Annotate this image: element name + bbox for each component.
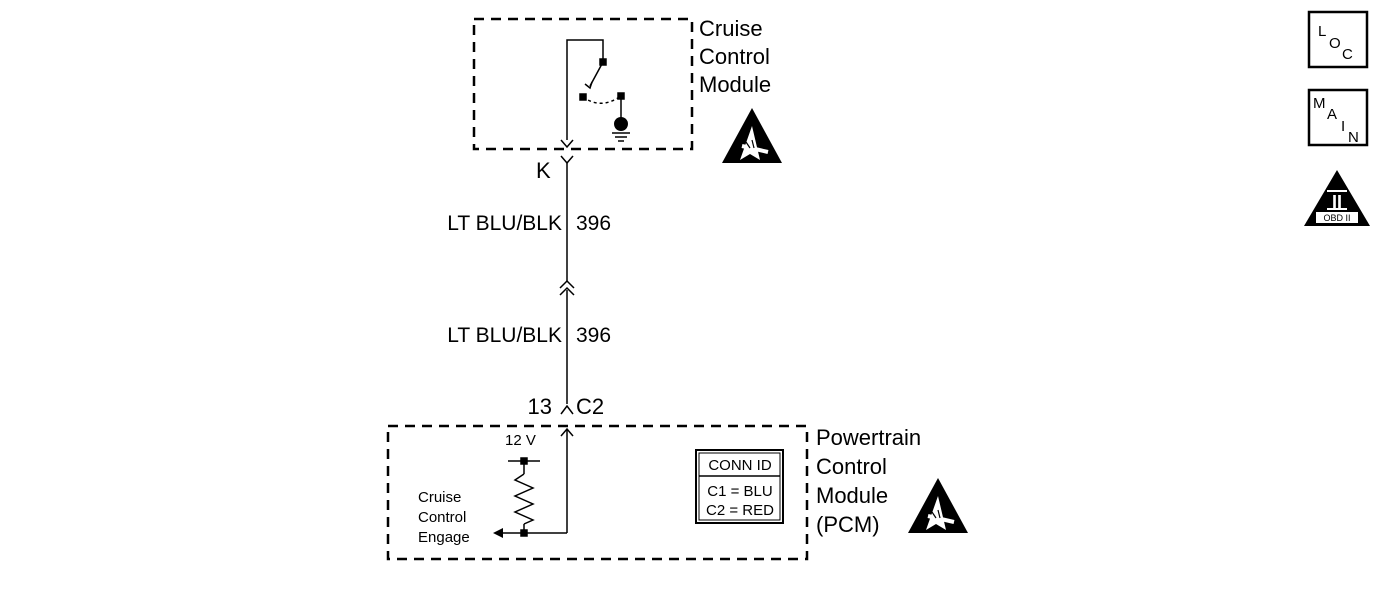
conn-id-title: CONN ID <box>708 457 772 474</box>
inline-connector-symbol <box>559 279 575 296</box>
obd-ii-icon[interactable]: II OBD II <box>1304 170 1370 226</box>
conn-id-row-1: C1 = BLU <box>707 483 772 500</box>
wire-circuit-upper: 396 <box>576 212 611 235</box>
signal-label-line-1: Cruise <box>418 489 461 506</box>
signal-label-line-3: Engage <box>418 529 470 546</box>
signal-label-line-2: Control <box>418 509 466 526</box>
conn-id-table: CONN ID C1 = BLU C2 = RED <box>695 449 784 524</box>
pcm-name-2: Control <box>816 454 887 479</box>
connector-k-symbol <box>560 155 574 165</box>
main-icon[interactable]: M A I N <box>1307 88 1369 147</box>
esd-warning-icon <box>722 108 782 163</box>
cruise-module-boundary <box>472 17 694 151</box>
main-letter-4: N <box>1348 129 1359 146</box>
ground-icon <box>612 117 630 142</box>
connector-c2-symbol <box>560 404 574 415</box>
main-letter-1: M <box>1313 95 1326 112</box>
main-letter-3: I <box>1341 118 1345 135</box>
loc-letter-2: O <box>1329 35 1341 52</box>
obd-caption: OBD II <box>1323 213 1350 223</box>
pull-up-resistor <box>500 457 567 537</box>
wire-color-lower: LT BLU/BLK <box>447 324 562 347</box>
cruise-module-name-3: Module <box>699 72 771 97</box>
obd-numeral: II <box>1332 192 1342 212</box>
pcm-module-boundary <box>386 424 809 561</box>
pcm-name-4: (PCM) <box>816 512 880 537</box>
signal-arrow-icon <box>493 528 503 538</box>
main-letter-2: A <box>1327 106 1337 123</box>
cruise-switch <box>566 39 625 140</box>
loc-icon[interactable]: L O C <box>1307 10 1369 69</box>
pcm-name-3: Module <box>816 483 888 508</box>
pcm-name-1: Powertrain <box>816 425 921 450</box>
loc-letter-3: C <box>1342 46 1353 63</box>
wire-circuit-lower: 396 <box>576 324 611 347</box>
loc-letter-1: L <box>1318 23 1326 40</box>
conn-id-row-2: C2 = RED <box>706 502 774 519</box>
cruise-module-name-1: Cruise <box>699 16 763 41</box>
cruise-module-name-2: Control <box>699 44 770 69</box>
connector-c2-label: C2 <box>576 394 604 419</box>
wire-color-upper: LT BLU/BLK <box>447 212 562 235</box>
connector-pin-13: 13 <box>528 394 552 419</box>
supply-voltage-label: 12 V <box>505 432 536 449</box>
esd-warning-icon <box>908 478 968 533</box>
connector-k-label: K <box>536 158 551 183</box>
